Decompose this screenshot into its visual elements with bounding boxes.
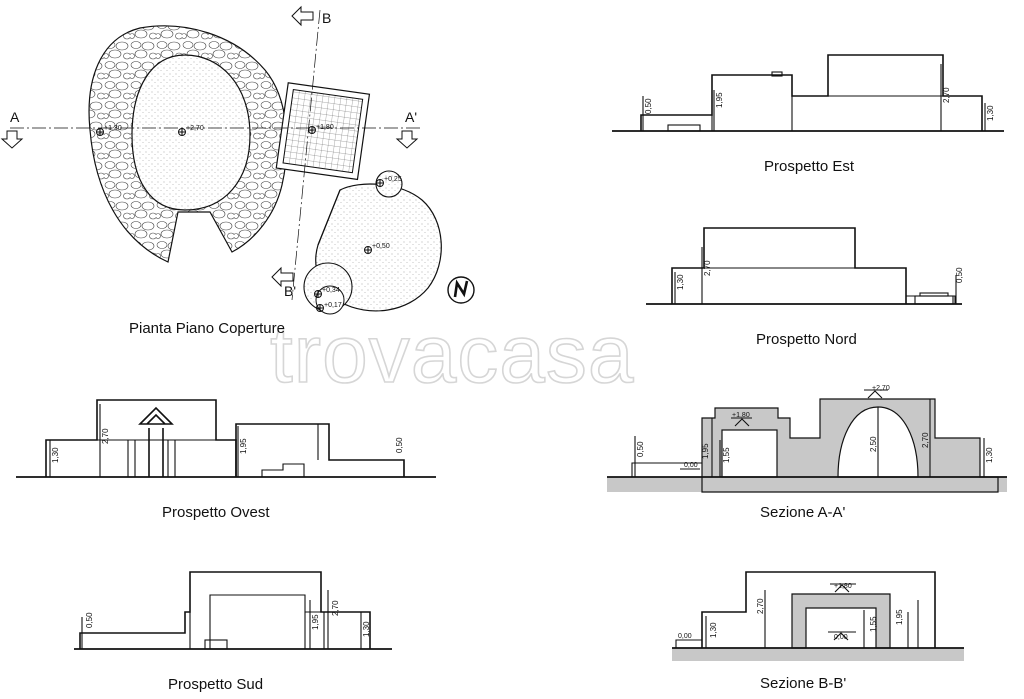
north-arrow-icon	[447, 276, 475, 304]
plan-caption: Pianta Piano Coperture	[129, 320, 285, 337]
svg-text:0,50: 0,50	[636, 441, 645, 457]
north-elevation-caption: Prospetto Nord	[756, 331, 857, 348]
section-bb-caption: Sezione B-B'	[760, 675, 846, 692]
svg-text:+0,25: +0,25	[384, 176, 402, 183]
west-elevation-caption: Prospetto Ovest	[162, 504, 270, 521]
svg-text:2,70: 2,70	[101, 428, 110, 444]
elevation-north: 1,30 2,70 0,50 Prospetto Nord	[646, 227, 964, 348]
section-b-prime-label: B'	[284, 283, 296, 299]
svg-text:2,70: 2,70	[921, 432, 930, 448]
svg-text:+0,34: +0,34	[322, 287, 340, 294]
plan-level-markers: +1,30 +2,70 +1,80 +0,25 +0,50 +0,34 +0,1…	[96, 124, 402, 312]
dome-plan	[131, 54, 251, 211]
elevation-south: 0,50 1,95 2,70 1,30 Prospetto Sud	[74, 571, 392, 693]
svg-text:0,00: 0,00	[834, 634, 848, 641]
section-bb: 1,30 2,70 1,55 1,95 +1,80 0,00 0,00 Sezi…	[672, 571, 964, 692]
svg-text:2,70: 2,70	[331, 600, 340, 616]
svg-text:+1,80: +1,80	[316, 124, 334, 131]
section-a-prime-label: A'	[405, 109, 417, 125]
section-aa-caption: Sezione A-A'	[760, 504, 846, 521]
svg-text:+1,30: +1,30	[104, 125, 122, 132]
south-elevation-caption: Prospetto Sud	[168, 676, 263, 693]
svg-text:2,70: 2,70	[942, 87, 951, 103]
svg-text:1,95: 1,95	[715, 92, 724, 108]
svg-text:1,30: 1,30	[362, 621, 371, 637]
svg-text:0,00: 0,00	[678, 633, 692, 640]
svg-text:0,50: 0,50	[85, 612, 94, 628]
svg-text:1,30: 1,30	[709, 622, 718, 638]
east-elevation-caption: Prospetto Est	[764, 158, 855, 175]
roof-plan: A A' B B' +1,30 +2,70 +1,80 +0,25 +0,50 …	[0, 5, 475, 337]
svg-text:+1,80: +1,80	[732, 412, 750, 419]
svg-text:1,30: 1,30	[985, 447, 994, 463]
svg-text:1,95: 1,95	[239, 438, 248, 454]
svg-text:+1,80: +1,80	[834, 583, 852, 590]
elevation-east: 0,50 1,95 2,70 1,30 Prospetto Est	[612, 54, 1004, 175]
svg-text:0,50: 0,50	[644, 98, 653, 114]
svg-text:1,30: 1,30	[676, 274, 685, 290]
svg-text:0,00: 0,00	[684, 462, 698, 469]
section-a-label: A	[10, 109, 20, 125]
svg-text:2,50: 2,50	[869, 436, 878, 452]
svg-text:0,50: 0,50	[395, 437, 404, 453]
svg-text:+2,70: +2,70	[872, 385, 890, 392]
svg-text:1,30: 1,30	[986, 105, 995, 121]
svg-text:1,30: 1,30	[51, 447, 60, 463]
svg-text:1,55: 1,55	[869, 616, 878, 632]
svg-text:+0,50: +0,50	[372, 243, 390, 250]
elevation-west: 1,30 2,70 1,95 0,50 Prospetto Ovest	[16, 399, 436, 521]
svg-text:+0,17: +0,17	[324, 302, 342, 309]
svg-text:1,95: 1,95	[701, 443, 710, 459]
svg-text:2,70: 2,70	[703, 260, 712, 276]
svg-text:1,95: 1,95	[311, 614, 320, 630]
svg-text:+2,70: +2,70	[186, 125, 204, 132]
section-aa: 0,50 1,95 1,55 2,50 2,70 1,30 +1,80 +2,7…	[607, 385, 1007, 521]
svg-text:1,95: 1,95	[895, 609, 904, 625]
svg-text:1,55: 1,55	[722, 447, 731, 463]
svg-text:2,70: 2,70	[756, 598, 765, 614]
watermark-text: trovacasa	[270, 309, 635, 400]
section-b-label: B	[322, 10, 331, 26]
svg-text:0,50: 0,50	[955, 267, 964, 283]
